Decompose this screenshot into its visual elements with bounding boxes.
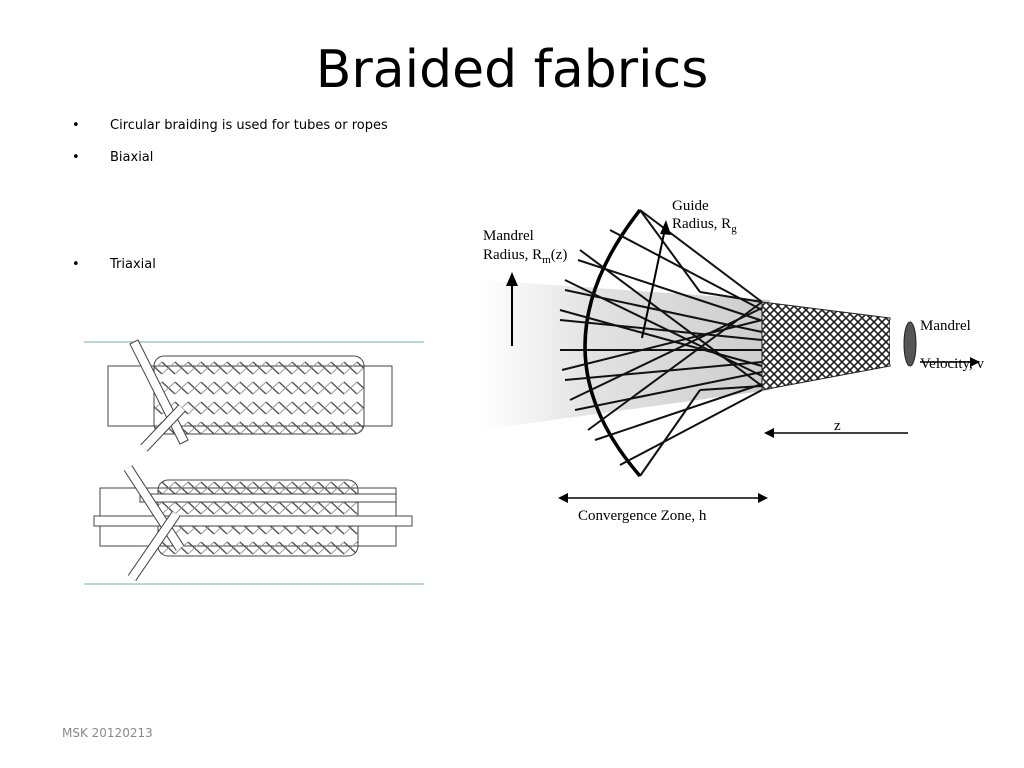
guide-ring-arc	[583, 208, 642, 478]
convergence-zone-label: Convergence Zone, h	[578, 508, 707, 524]
bullet-dot: •	[72, 150, 80, 165]
braiding-cone-diagram: Guide Radius, Rg Mandrel Radius, Rm(z) M…	[480, 198, 985, 524]
z-label: z	[834, 418, 841, 434]
mandrel-end	[903, 321, 917, 367]
slide-title: Braided fabrics	[315, 40, 709, 100]
triaxial-braid	[93, 465, 413, 581]
mandrel-radius-formula: Radius, Rm(z)	[483, 247, 567, 266]
mandrel-velocity-value: Velocity, v	[920, 356, 985, 372]
bullet-text: Biaxial	[110, 150, 154, 165]
braided-mesh	[761, 301, 891, 391]
guide-label: Guide	[672, 198, 709, 214]
bullet-text: Triaxial	[110, 257, 156, 272]
mandrel-velocity-label: Mandrel	[920, 318, 971, 334]
bullet-dot: •	[72, 118, 80, 133]
guide-radius-label: Radius, Rg	[672, 216, 737, 235]
guide-radius-arrow	[641, 223, 667, 339]
mandrel-radius-label: Mandrel	[483, 228, 534, 244]
braid-illustration	[84, 339, 424, 585]
bullet-text: Circular braiding is used for tubes or r…	[110, 118, 388, 133]
slide-footer: MSK 20120213	[62, 726, 153, 740]
braid-yarns	[559, 209, 763, 477]
biaxial-braid	[107, 339, 393, 452]
bullet-dot: •	[72, 257, 80, 272]
